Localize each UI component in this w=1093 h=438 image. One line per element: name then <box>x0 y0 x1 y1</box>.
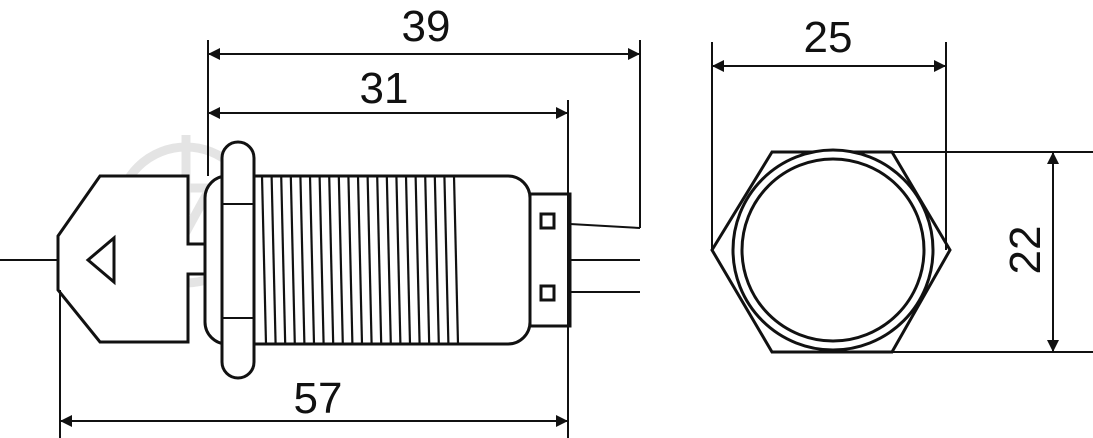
thread-lines <box>260 175 460 345</box>
dim-label-22: 22 <box>1001 226 1050 275</box>
thread-line <box>347 175 354 345</box>
dim-label-57: 57 <box>294 374 343 423</box>
terminal-pin-top <box>569 223 641 229</box>
thread-line <box>318 175 325 345</box>
thread-line <box>270 175 277 345</box>
key-head <box>56 174 224 344</box>
thread-line <box>452 175 460 345</box>
thread-line <box>424 175 431 345</box>
thread-line <box>443 175 450 345</box>
thread-line <box>376 175 383 345</box>
switch-side-view <box>56 140 641 380</box>
thread-line <box>289 175 296 345</box>
thread-line <box>280 175 287 345</box>
thread-line <box>414 175 421 345</box>
dim-label-39: 39 <box>402 2 451 51</box>
thread-line <box>260 175 268 345</box>
dim-label-31: 31 <box>360 64 409 113</box>
thread-line <box>356 175 364 345</box>
mounting-nut <box>220 140 256 380</box>
thread-line <box>308 175 316 345</box>
terminal-hole-bottom <box>539 284 556 302</box>
thread-line <box>404 175 412 345</box>
thread-line <box>337 175 344 345</box>
key-symbol <box>85 234 116 286</box>
terminal-hole-top <box>539 212 556 230</box>
dim-label-25: 25 <box>804 13 853 62</box>
thread-line <box>366 175 373 345</box>
front-bezel-inner <box>740 157 926 343</box>
thread-line <box>385 175 392 345</box>
switch-front-view <box>710 148 952 354</box>
thread-line <box>299 175 306 345</box>
thread-line <box>328 175 335 345</box>
thread-line <box>433 175 440 345</box>
thread-line <box>395 175 402 345</box>
